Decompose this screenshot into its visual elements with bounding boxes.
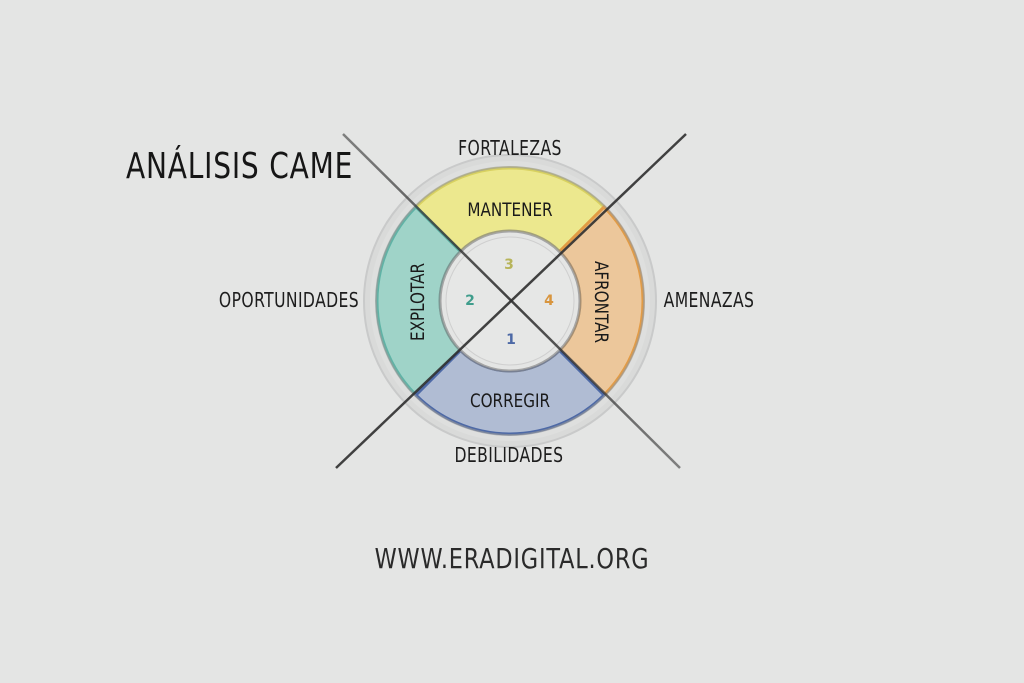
- number-2: 2: [465, 293, 475, 309]
- page-title: ANÁLISIS CAME: [126, 146, 354, 187]
- label-fortalezas: FORTALEZAS: [458, 136, 562, 160]
- label-afrontar: AFRONTAR: [589, 261, 611, 343]
- label-oportunidades: OPORTUNIDADES: [218, 288, 360, 312]
- label-amenazas: AMENAZAS: [663, 288, 755, 312]
- label-corregir: CORREGIR: [470, 390, 550, 412]
- ring-outer-outline: [375, 166, 645, 436]
- diagonal-line-2: [335, 133, 687, 469]
- label-debilidades: DEBILIDADES: [454, 443, 564, 467]
- label-explotar: EXPLOTAR: [407, 263, 429, 341]
- number-1: 1: [506, 332, 516, 348]
- label-mantener: MANTENER: [467, 199, 552, 221]
- number-3: 3: [504, 257, 514, 273]
- number-4: 4: [544, 293, 554, 309]
- footer-url: WWW.ERADIGITAL.ORG: [374, 542, 650, 575]
